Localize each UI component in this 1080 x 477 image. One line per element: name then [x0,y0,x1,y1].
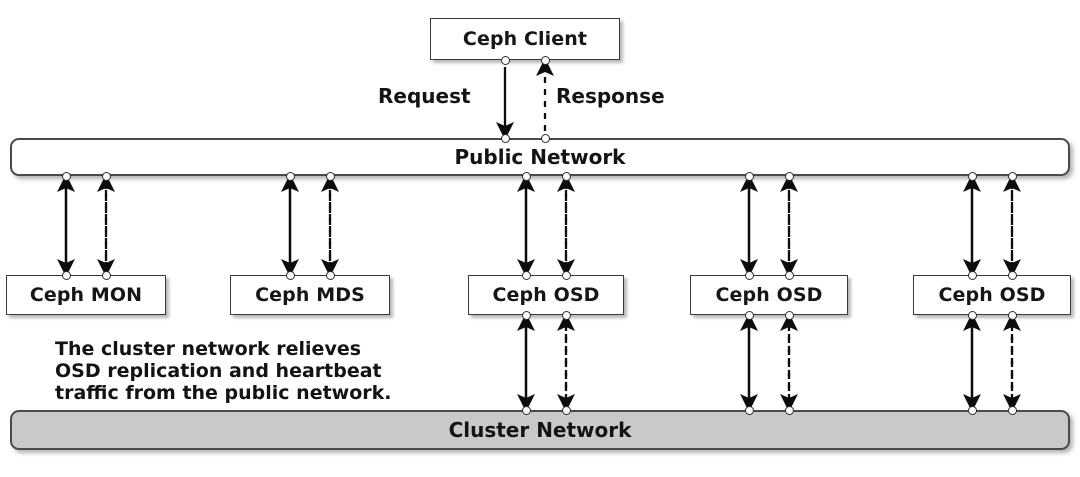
node-label: Ceph Client [462,28,588,50]
public-to-node-0-dashed-bottom-port [101,270,111,280]
node-ceph-mon-0[interactable]: Ceph MON [6,275,166,315]
public-to-node-2-dashed-bottom-port [561,270,571,280]
node-4-to-cluster-dashed-bottom-port [1007,405,1017,415]
node-3-to-cluster-solid-top-port [744,310,754,320]
node-label: Ceph OSD [938,284,1046,306]
node-ceph-osd-3[interactable]: Ceph OSD [690,275,848,315]
public-response-port [540,133,550,143]
node-3-to-cluster-dashed-top-port [784,310,794,320]
public-to-node-3-dashed-bottom-port [784,270,794,280]
response-label: Response [556,84,665,108]
public-to-node-1-dashed-bottom-port [325,270,335,280]
cluster-network-bar[interactable]: Cluster Network [10,410,1070,450]
cluster-network-annotation: The cluster network relieves OSD replica… [55,338,392,405]
request-label: Request [378,84,471,108]
public-to-node-4-dashed-top-port [1007,171,1017,181]
public-network-bar[interactable]: Public Network [10,138,1070,176]
public-to-node-1-solid-top-port [285,171,295,181]
public-to-node-2-dashed-top-port [561,171,571,181]
public-to-node-3-dashed-top-port [784,171,794,181]
node-3-to-cluster-solid-bottom-port [744,405,754,415]
node-4-to-cluster-solid-top-port [967,310,977,320]
node-label: Ceph MON [29,284,143,306]
node-2-to-cluster-dashed-bottom-port [561,405,571,415]
node-ceph-client[interactable]: Ceph Client [430,18,620,60]
node-label: Ceph OSD [492,284,600,306]
client-request-port [500,55,510,65]
node-label: Ceph OSD [715,284,823,306]
node-ceph-osd-4[interactable]: Ceph OSD [913,275,1071,315]
public-to-node-4-solid-top-port [967,171,977,181]
public-to-node-3-solid-bottom-port [744,270,754,280]
node-2-to-cluster-solid-top-port [521,310,531,320]
node-4-to-cluster-dashed-top-port [1007,310,1017,320]
public-to-node-2-solid-top-port [521,171,531,181]
public-request-port [500,133,510,143]
public-to-node-0-solid-top-port [61,171,71,181]
cluster-network-label: Cluster Network [448,418,632,442]
public-to-node-4-dashed-bottom-port [1007,270,1017,280]
node-ceph-mds-1[interactable]: Ceph MDS [230,275,390,315]
public-to-node-0-solid-bottom-port [61,270,71,280]
public-network-label: Public Network [454,145,626,169]
client-response-port [540,55,550,65]
node-4-to-cluster-solid-bottom-port [967,405,977,415]
public-to-node-0-dashed-top-port [101,171,111,181]
public-to-node-2-solid-bottom-port [521,270,531,280]
public-to-node-4-solid-bottom-port [967,270,977,280]
node-2-to-cluster-solid-bottom-port [521,405,531,415]
node-3-to-cluster-dashed-bottom-port [784,405,794,415]
public-to-node-1-solid-bottom-port [285,270,295,280]
public-to-node-3-solid-top-port [744,171,754,181]
node-ceph-osd-2[interactable]: Ceph OSD [468,275,624,315]
public-to-node-1-dashed-top-port [325,171,335,181]
node-label: Ceph MDS [255,284,365,306]
node-2-to-cluster-dashed-top-port [561,310,571,320]
